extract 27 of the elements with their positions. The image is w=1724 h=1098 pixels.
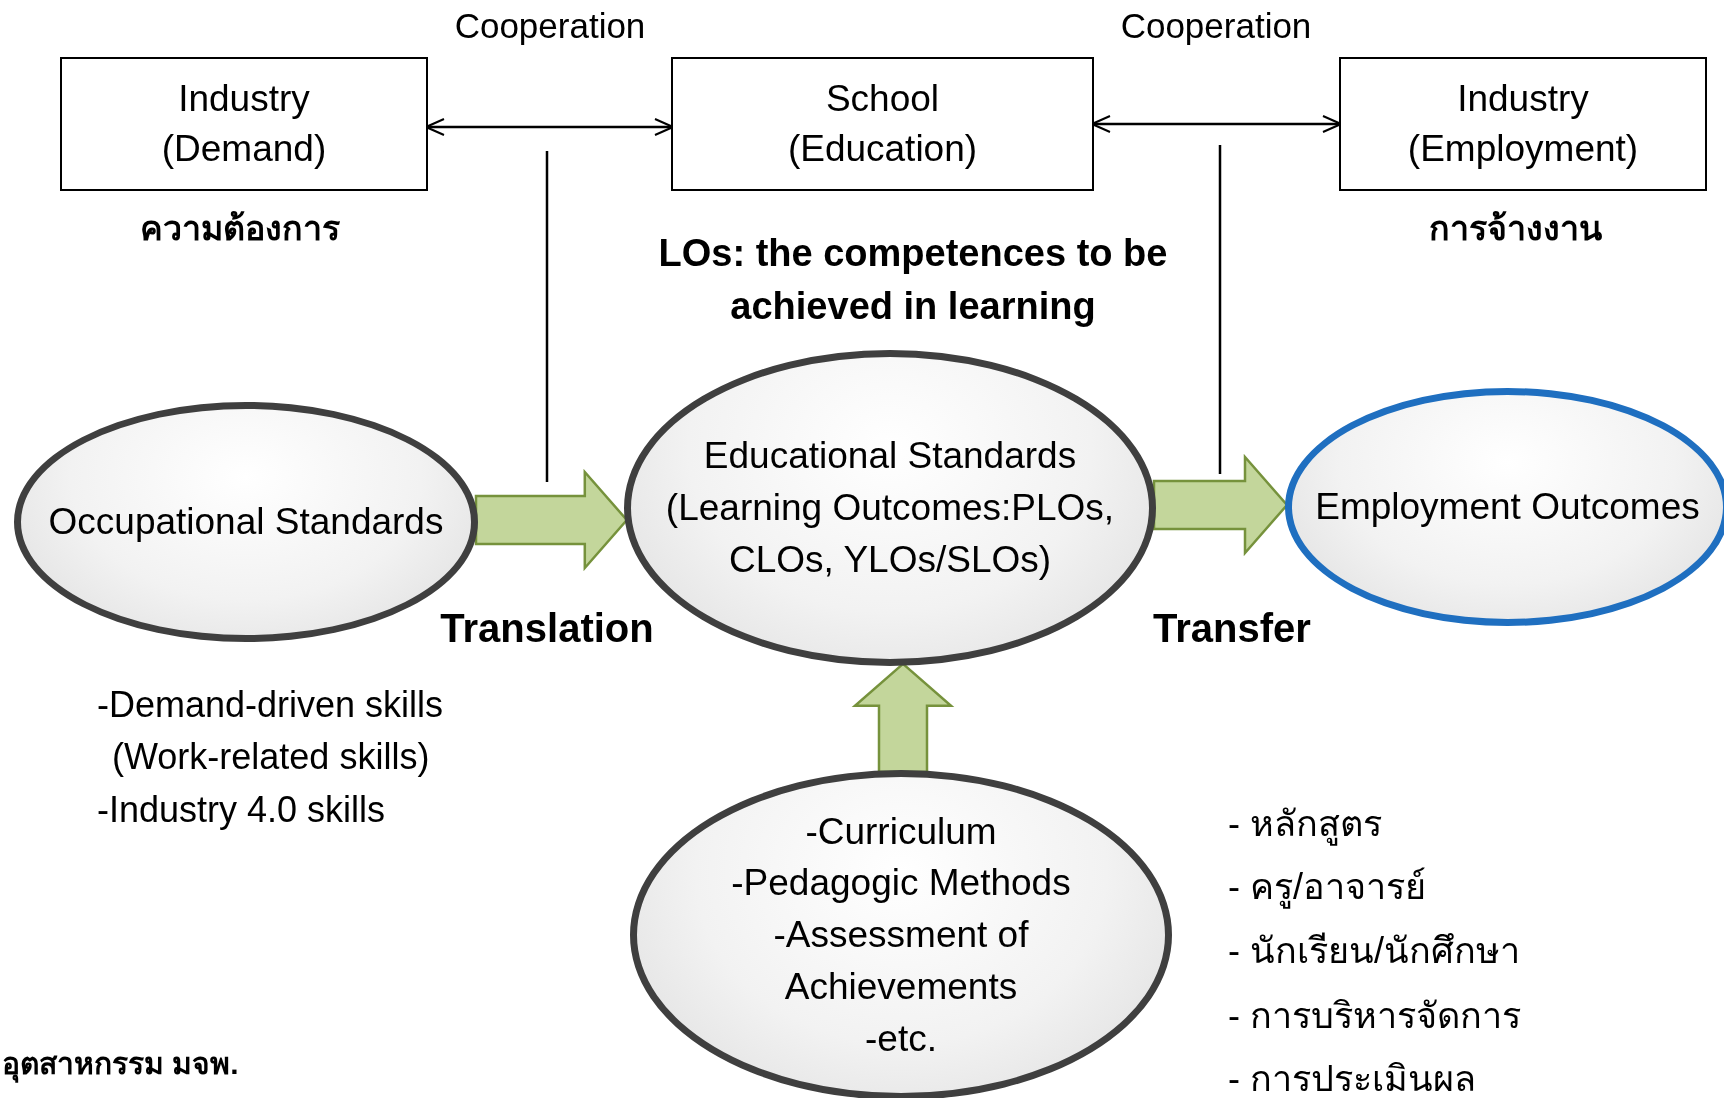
- node-label: Industry (Demand): [160, 77, 328, 171]
- node-label: Educational Standards (Learning Outcomes:PLOs, CLOs, YLOs/SLOs): [664, 434, 1116, 582]
- list-item: - หลักสูตร: [1228, 801, 1382, 848]
- node-label: -Curriculum: [805, 809, 997, 854]
- node-label: -etc.: [865, 1016, 937, 1061]
- arrow: [1091, 115, 1342, 133]
- node-label: Occupational Standards: [48, 500, 444, 545]
- list-item: - การบริหารจัดการ: [1228, 993, 1521, 1038]
- list-item: - นักเรียน/นักศึกษา: [1228, 928, 1520, 973]
- list-item: -Industry 4.0 skills: [97, 789, 386, 831]
- list-item: - การประเมินผล: [1228, 1056, 1476, 1098]
- heading-text: LOs: the competences to be achieved in learning: [657, 230, 1169, 329]
- list-item: - ครู/อาจารย์: [1228, 864, 1426, 911]
- node-label: School (Education): [786, 77, 979, 171]
- node-label: Employment Outcomes: [1315, 485, 1700, 530]
- node-label: -Assessment of Achievements: [772, 913, 1030, 1009]
- process-box: [1339, 57, 1707, 191]
- node-label: Industry (Employment): [1406, 77, 1640, 171]
- node-label: -Pedagogic Methods: [731, 861, 1071, 906]
- list-item: -Demand-driven skills: [97, 684, 444, 726]
- process-box: [60, 57, 428, 191]
- caption-text: ความต้องการ: [140, 208, 340, 249]
- footer-text: อุตสาหกรรม มจพ.: [2, 1039, 239, 1087]
- arrow: [425, 118, 674, 136]
- caption-text: การจ้างงาน: [1428, 208, 1602, 249]
- process-box: [671, 57, 1094, 191]
- list-item: (Work-related skills): [112, 736, 430, 778]
